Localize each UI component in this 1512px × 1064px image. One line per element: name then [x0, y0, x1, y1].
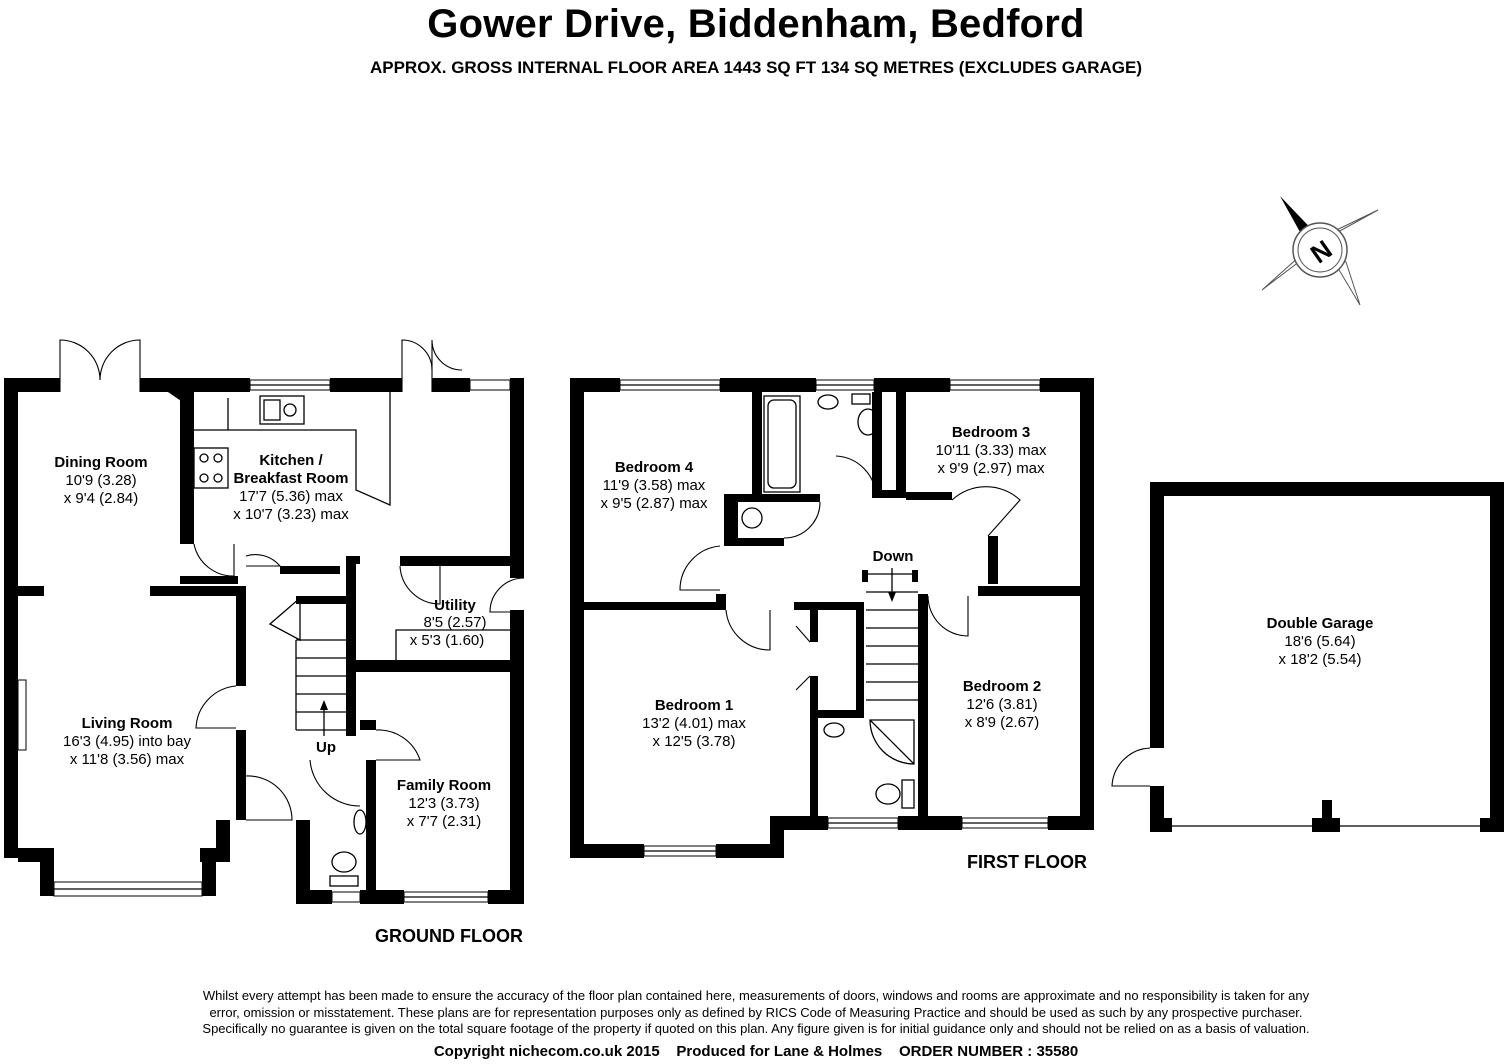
garage-dim1: 18'6 (5.64)	[1284, 633, 1355, 650]
ground-floor-plan	[4, 339, 525, 904]
produced-for-text: Produced for Lane & Holmes	[676, 1043, 883, 1060]
bedroom-1-dim2: x 12'5 (3.78)	[653, 733, 736, 750]
kitchen-label-line1: Kitchen /	[259, 452, 323, 469]
bedroom-2-label: Bedroom 2	[963, 678, 1041, 695]
garage-label: Double Garage	[1267, 615, 1374, 632]
bedroom-3-dim1: 10'11 (3.33) max	[936, 442, 1047, 459]
ground-floor-label: GROUND FLOOR	[375, 926, 523, 946]
utility-dim1: 8'5 (2.57)	[424, 614, 487, 631]
bedroom-1-label: Bedroom 1	[655, 697, 733, 714]
stairs-up-label: Up	[316, 739, 336, 756]
bedroom-3-label: Bedroom 3	[952, 424, 1030, 441]
stairs-down-label: Down	[873, 548, 914, 565]
family-room-dim2: x 7'7 (2.31)	[407, 813, 482, 830]
garage-plan	[1111, 482, 1504, 832]
living-room-label: Living Room	[82, 715, 173, 732]
first-floor-label: FIRST FLOOR	[967, 852, 1087, 872]
bedroom-3-dim2: x 9'9 (2.97) max	[937, 460, 1045, 477]
disclaimer-line: Specifically no guarantee is given on th…	[202, 1021, 1310, 1036]
disclaimer-line: error, omission or misstatement. These p…	[209, 1004, 1303, 1020]
page-title: Gower Drive, Biddenham, Bedford	[427, 2, 1085, 46]
bedroom-4-dim2: x 9'5 (2.87) max	[600, 495, 708, 512]
garage-dim2: x 18'2 (5.54)	[1279, 651, 1362, 668]
bedroom-4-label: Bedroom 4	[615, 459, 694, 476]
utility-label: Utility	[434, 597, 476, 614]
bedroom-1-dim1: 13'2 (4.01) max	[642, 715, 746, 732]
dining-room-dim2: x 9'4 (2.84)	[64, 490, 139, 507]
disclaimer-line: Whilst every attempt has been made to en…	[202, 988, 1310, 1003]
family-room-label: Family Room	[397, 777, 491, 794]
order-number-text: ORDER NUMBER : 35580	[898, 1043, 1079, 1060]
living-room-dim2: x 11'8 (3.56) max	[70, 751, 185, 768]
disclaimer: Whilst every attempt has been made to en…	[150, 988, 1362, 1038]
copyright-text: Copyright nichecom.co.uk 2015	[433, 1043, 660, 1060]
kitchen-label-line2: Breakfast Room	[233, 470, 348, 487]
kitchen-dim1: 17'7 (5.36) max	[239, 488, 343, 505]
family-room-dim1: 12'3 (3.73)	[408, 795, 479, 812]
bedroom-2-dim1: 12'6 (3.81)	[966, 696, 1037, 713]
utility-dim2: x 5'3 (1.60)	[410, 632, 485, 649]
kitchen-dim2: x 10'7 (3.23) max	[233, 506, 349, 523]
dining-room-dim1: 10'9 (3.28)	[65, 472, 136, 489]
first-floor-plan	[570, 378, 1094, 858]
bedroom-4-dim1: 11'9 (3.58) max	[603, 477, 706, 494]
floor-area-subtitle: APPROX. GROSS INTERNAL FLOOR AREA 1443 S…	[369, 58, 1143, 77]
living-room-dim1: 16'3 (4.95) into bay	[63, 733, 191, 750]
footer: Copyright nichecom.co.uk 2015 Produced f…	[0, 1043, 1512, 1060]
bedroom-2-dim2: x 8'9 (2.67)	[965, 714, 1040, 731]
compass-rose-icon: N	[1261, 196, 1379, 306]
dining-room-label: Dining Room	[54, 454, 147, 471]
